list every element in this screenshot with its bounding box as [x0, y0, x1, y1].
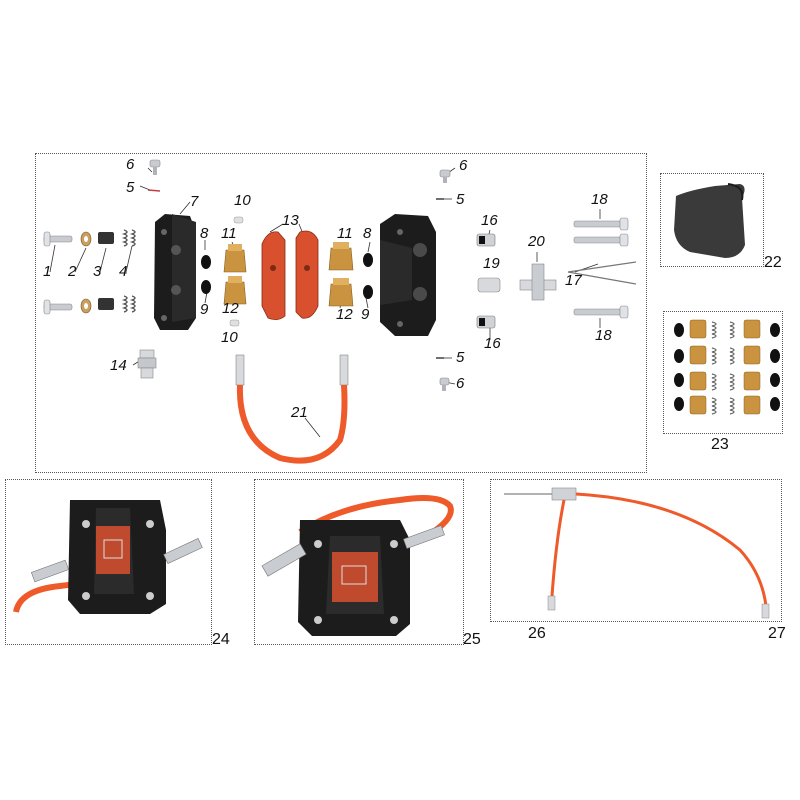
assembly-24-frame [5, 479, 212, 645]
part-17-spring-clip [567, 261, 637, 285]
part-label-6-bottom-right: 6 [456, 375, 465, 392]
part-label-9-right: 9 [361, 306, 370, 323]
part-13-brake-pads [261, 230, 319, 320]
part-label-6-top-left: 6 [126, 156, 135, 173]
part-14-fitting [137, 349, 157, 379]
part-label-1: 1 [43, 263, 52, 280]
part-label-14: 14 [110, 357, 127, 374]
leader-lines [49, 167, 601, 438]
part-19-fitting [477, 277, 501, 293]
part-label-25: 25 [463, 631, 481, 648]
part-label-22: 22 [764, 254, 782, 271]
right-caliper-half [380, 214, 436, 336]
part-label-12-left: 12 [222, 300, 239, 317]
assembly-24-caliper-with-hose [13, 500, 203, 614]
part-6-screw-bottom-right [439, 377, 450, 391]
part-label-17: 17 [565, 272, 582, 289]
part-8-9-seals-right [363, 253, 373, 299]
part-6-screw-top-left [149, 159, 161, 175]
part-label-12-right: 12 [336, 306, 353, 323]
part-22-frame [660, 173, 764, 267]
part-label-5-top-right: 5 [456, 191, 465, 208]
main-exploded-view-frame [35, 153, 647, 473]
part-18-long-bolts [573, 217, 629, 319]
part-label-18-top: 18 [591, 191, 608, 208]
part-5-pin-top-left [147, 189, 161, 192]
assembly-25-frame [254, 479, 464, 645]
part-21-hose [235, 354, 349, 464]
assembly-25-caliper-with-hose [261, 495, 454, 636]
part-23-seal-kit [674, 319, 780, 415]
part-label-10-bottom: 10 [221, 329, 238, 346]
part-label-11-left: 11 [221, 225, 237, 242]
part-11-12-pistons-right [328, 242, 354, 307]
part-16-bleed-valves [476, 233, 496, 329]
part-label-18-bottom: 18 [595, 327, 612, 344]
part-label-21: 21 [291, 404, 308, 421]
part-2-washers [80, 231, 92, 314]
part-label-27: 27 [768, 625, 786, 642]
part-label-5-top-left: 5 [126, 179, 135, 196]
part-label-3: 3 [93, 263, 102, 280]
part-label-26: 26 [528, 625, 546, 642]
part-label-10-top: 10 [234, 192, 251, 209]
part-22-gasket-plate [674, 183, 745, 258]
part-label-8-left: 8 [200, 225, 209, 242]
part-label-2: 2 [68, 263, 77, 280]
part-11-12-pistons-left [223, 244, 247, 305]
part-label-9-left: 9 [200, 301, 209, 318]
part-23-frame [663, 311, 783, 434]
part-label-19: 19 [483, 255, 500, 272]
part-label-4: 4 [119, 263, 128, 280]
part-1-bolts [43, 231, 73, 315]
part-label-20: 20 [528, 233, 545, 250]
part-label-6-top-right: 6 [459, 157, 468, 174]
part-20-tee-fitting [519, 263, 557, 301]
part-label-8-right: 8 [363, 225, 372, 242]
part-10-pins [229, 216, 244, 327]
part-3-pins [98, 232, 114, 310]
part-label-16-bottom: 16 [484, 335, 501, 352]
part-label-23: 23 [711, 436, 729, 453]
part-label-16-top: 16 [481, 212, 498, 229]
hose-kit-26-27-frame [490, 479, 782, 622]
part-4-springs [121, 229, 136, 313]
part-label-13: 13 [282, 212, 299, 229]
hose-kit-26-27 [504, 487, 770, 619]
part-6-screw-top-right [439, 169, 451, 183]
part-label-24: 24 [212, 631, 230, 648]
part-7-left-caliper-half [154, 214, 196, 330]
part-label-5-bottom-right: 5 [456, 349, 465, 366]
part-8-9-seals-left [201, 255, 211, 294]
part-label-7: 7 [190, 193, 199, 210]
part-label-11-right: 11 [337, 225, 353, 242]
